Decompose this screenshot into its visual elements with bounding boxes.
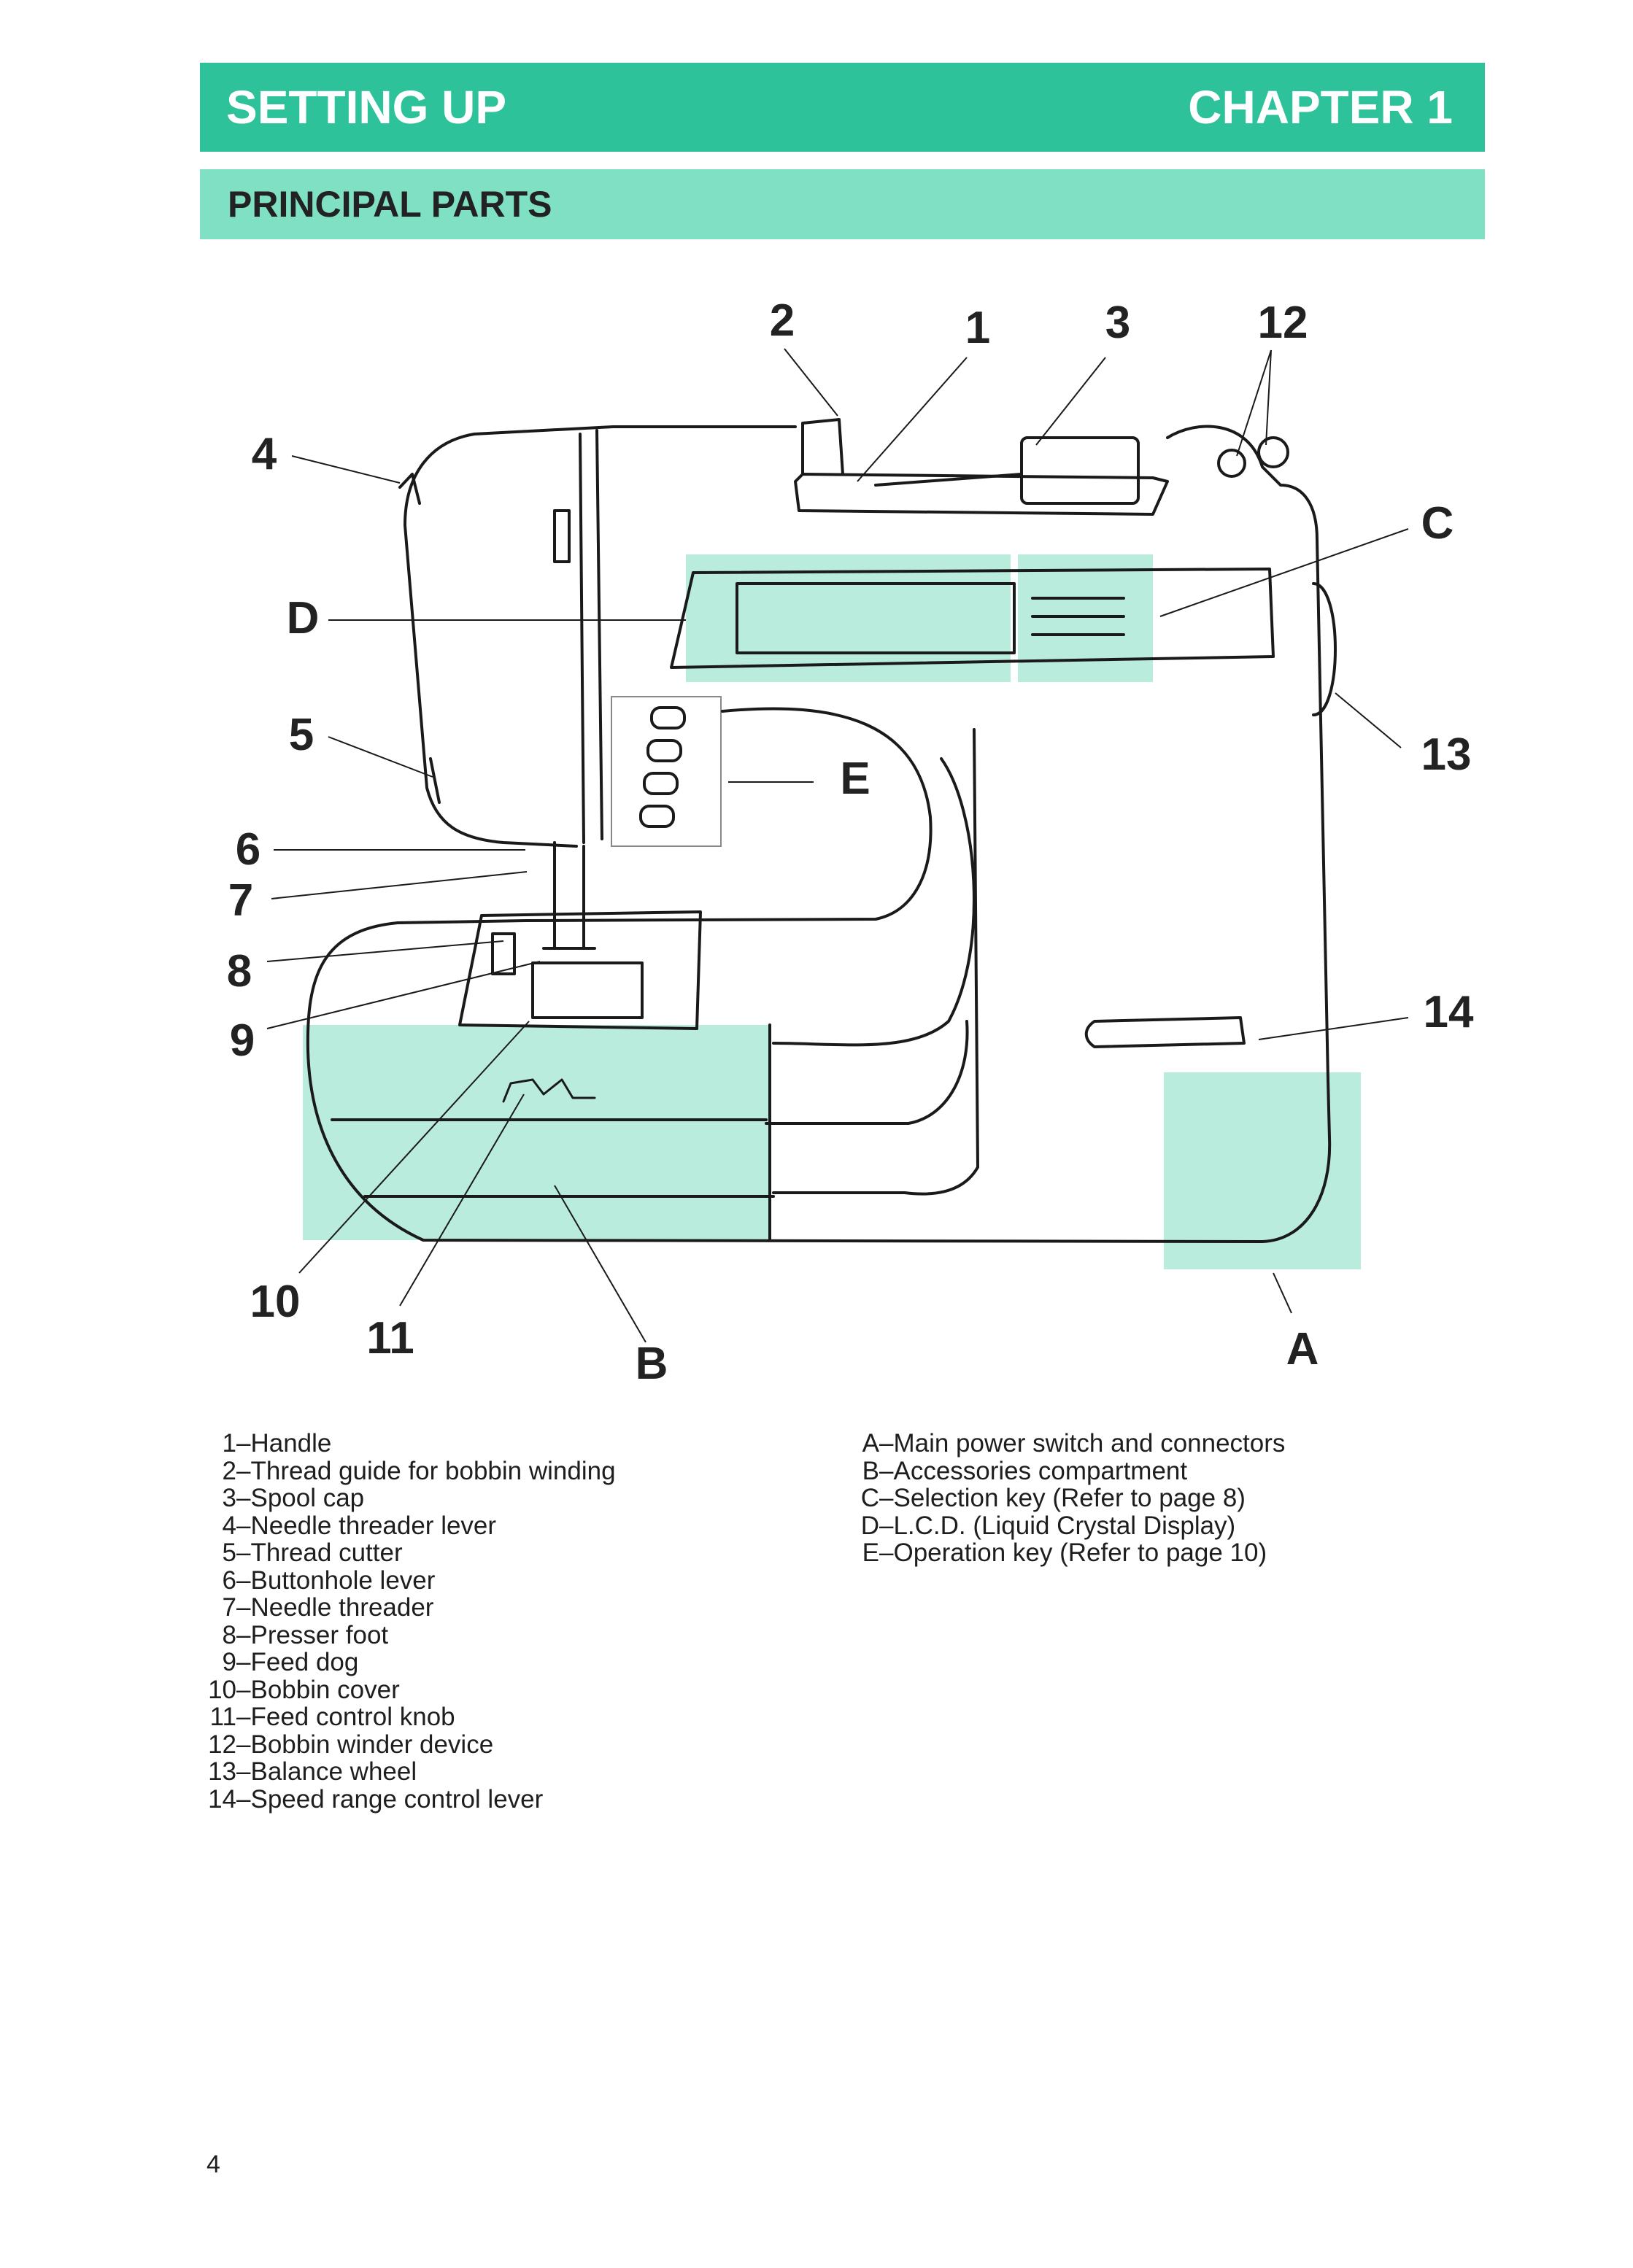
operation-keys-box [611,696,722,847]
accessories-compartment-highlight [303,1025,770,1240]
list-item: 12–Bobbin winder device [208,1730,494,1759]
list-item: 1–Handle [222,1429,332,1458]
balance-wheel [1312,582,1337,716]
callout-9: 9 [230,1015,255,1066]
list-item: 8–Presser foot [222,1620,389,1649]
list-item: 13–Balance wheel [208,1757,417,1786]
machine-head [404,425,614,848]
page-number: 4 [206,2151,220,2178]
head-seam [579,433,585,844]
callout-13: 13 [1421,729,1472,780]
callout-A: A [1286,1324,1319,1374]
highlight-areas [303,554,1361,1269]
keys-list: A–Main power switch and connectors B–Acc… [855,1429,1286,1567]
callout-12: 12 [1258,298,1308,348]
callout-6: 6 [236,824,260,875]
list-item: 5–Thread cutter [222,1539,403,1567]
list-item: 11–Feed control knob [209,1703,455,1731]
list-item: E–Operation key (Refer to page 10) [862,1539,1267,1567]
arm-lower [765,1020,969,1125]
arm-upper [524,707,933,922]
list-item: 9–Feed dog [222,1648,359,1676]
list-item: 10–Bobbin cover [208,1675,400,1704]
callout-8: 8 [227,946,252,996]
callout-5: 5 [289,710,314,760]
bobbin-winder [1217,436,1289,478]
handle [794,473,1169,516]
callout-10: 10 [250,1277,301,1327]
presser-foot [542,841,596,950]
feed-dog-plate [491,932,516,975]
callout-C: C [1421,498,1454,549]
machine-base [306,919,1332,1243]
brand-logo-squiggle [502,1078,596,1103]
selection-key-lines [1031,597,1125,636]
arm-inner [772,757,976,1047]
leader-lines [266,348,1409,1343]
subsection-header: PRINCIPAL PARTS [200,169,1485,239]
selection-key-highlight [1018,554,1153,682]
spool-pin [874,473,1023,487]
power-switch-highlight [1164,1072,1361,1269]
callout-2: 2 [770,295,795,346]
subsection-title: PRINCIPAL PARTS [228,184,552,225]
thread-cutter [429,757,441,804]
needle-threader-lever [398,473,421,505]
callout-E: E [840,754,870,804]
machine-top [611,425,1329,1081]
section-title: SETTING UP [226,81,507,133]
list-item: 6–Buttonhole lever [222,1565,436,1595]
list-item: 3–Spool cap [222,1484,365,1512]
spool [1020,436,1140,505]
chapter-header: SETTING UP CHAPTER 1 [200,63,1485,152]
list-item: C–Selection key (Refer to page 8) [860,1484,1246,1512]
needle-plate [458,910,702,1030]
lcd-panel [670,568,1275,669]
list-item: D–L.C.D. (Liquid Crystal Display) [860,1511,1236,1540]
lcd-highlight [686,554,1011,682]
callout-4: 4 [252,429,277,479]
thread-guide [801,418,844,476]
chapter-label: CHAPTER 1 [1188,81,1453,133]
callout-14: 14 [1424,987,1474,1037]
operation-keys [639,706,686,828]
list-item: 7–Needle threader [222,1593,434,1622]
callout-1: 1 [965,303,990,353]
parts-list: 1–Handle 2–Thread guide for bobbin windi… [191,1429,616,1814]
callout-7: 7 [228,875,253,926]
list-item: A–Main power switch and connectors [862,1429,1286,1458]
machine-outline [306,418,1337,1243]
callout-3: 3 [1105,298,1130,348]
list-item: B–Accessories compartment [862,1456,1188,1485]
arm-back [772,728,979,1196]
callout-11: 11 [366,1313,414,1363]
list-item: 2–Thread guide for bobbin winding [222,1456,616,1485]
callout-B: B [636,1339,668,1389]
callout-D: D [287,593,320,643]
list-item: 4–Needle threader lever [222,1511,497,1540]
lcd-screen [736,582,1016,654]
speed-range-lever [1084,1016,1246,1048]
bobbin-cover [531,961,644,1019]
head-slot [553,509,571,563]
list-item: 14–Speed range control lever [208,1784,544,1814]
head-edge [595,429,603,840]
